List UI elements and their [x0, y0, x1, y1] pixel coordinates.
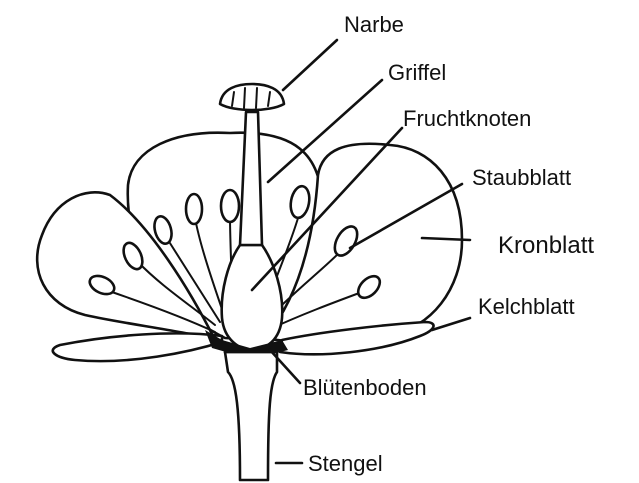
stigma-lobe: [244, 88, 245, 108]
label-fruchtknoten: Fruchtknoten: [403, 106, 531, 131]
leader-narbe: [283, 40, 337, 90]
label-stengel: Stengel: [308, 451, 383, 476]
stem-outline: [225, 352, 277, 480]
label-kelchblatt: Kelchblatt: [478, 294, 575, 319]
label-bluetenboden: Blütenboden: [303, 375, 427, 400]
stigma-lobe: [256, 88, 257, 108]
label-griffel: Griffel: [388, 60, 446, 85]
stem: [225, 352, 277, 480]
label-narbe: Narbe: [344, 12, 404, 37]
sepal-left: [53, 333, 222, 361]
label-staubblatt: Staubblatt: [472, 165, 571, 190]
label-kronblatt: Kronblatt: [498, 232, 594, 259]
stamen-anther: [221, 190, 239, 222]
leader-kelchblatt: [432, 318, 470, 330]
stamen-anther: [186, 194, 202, 224]
stigma: [220, 84, 284, 110]
